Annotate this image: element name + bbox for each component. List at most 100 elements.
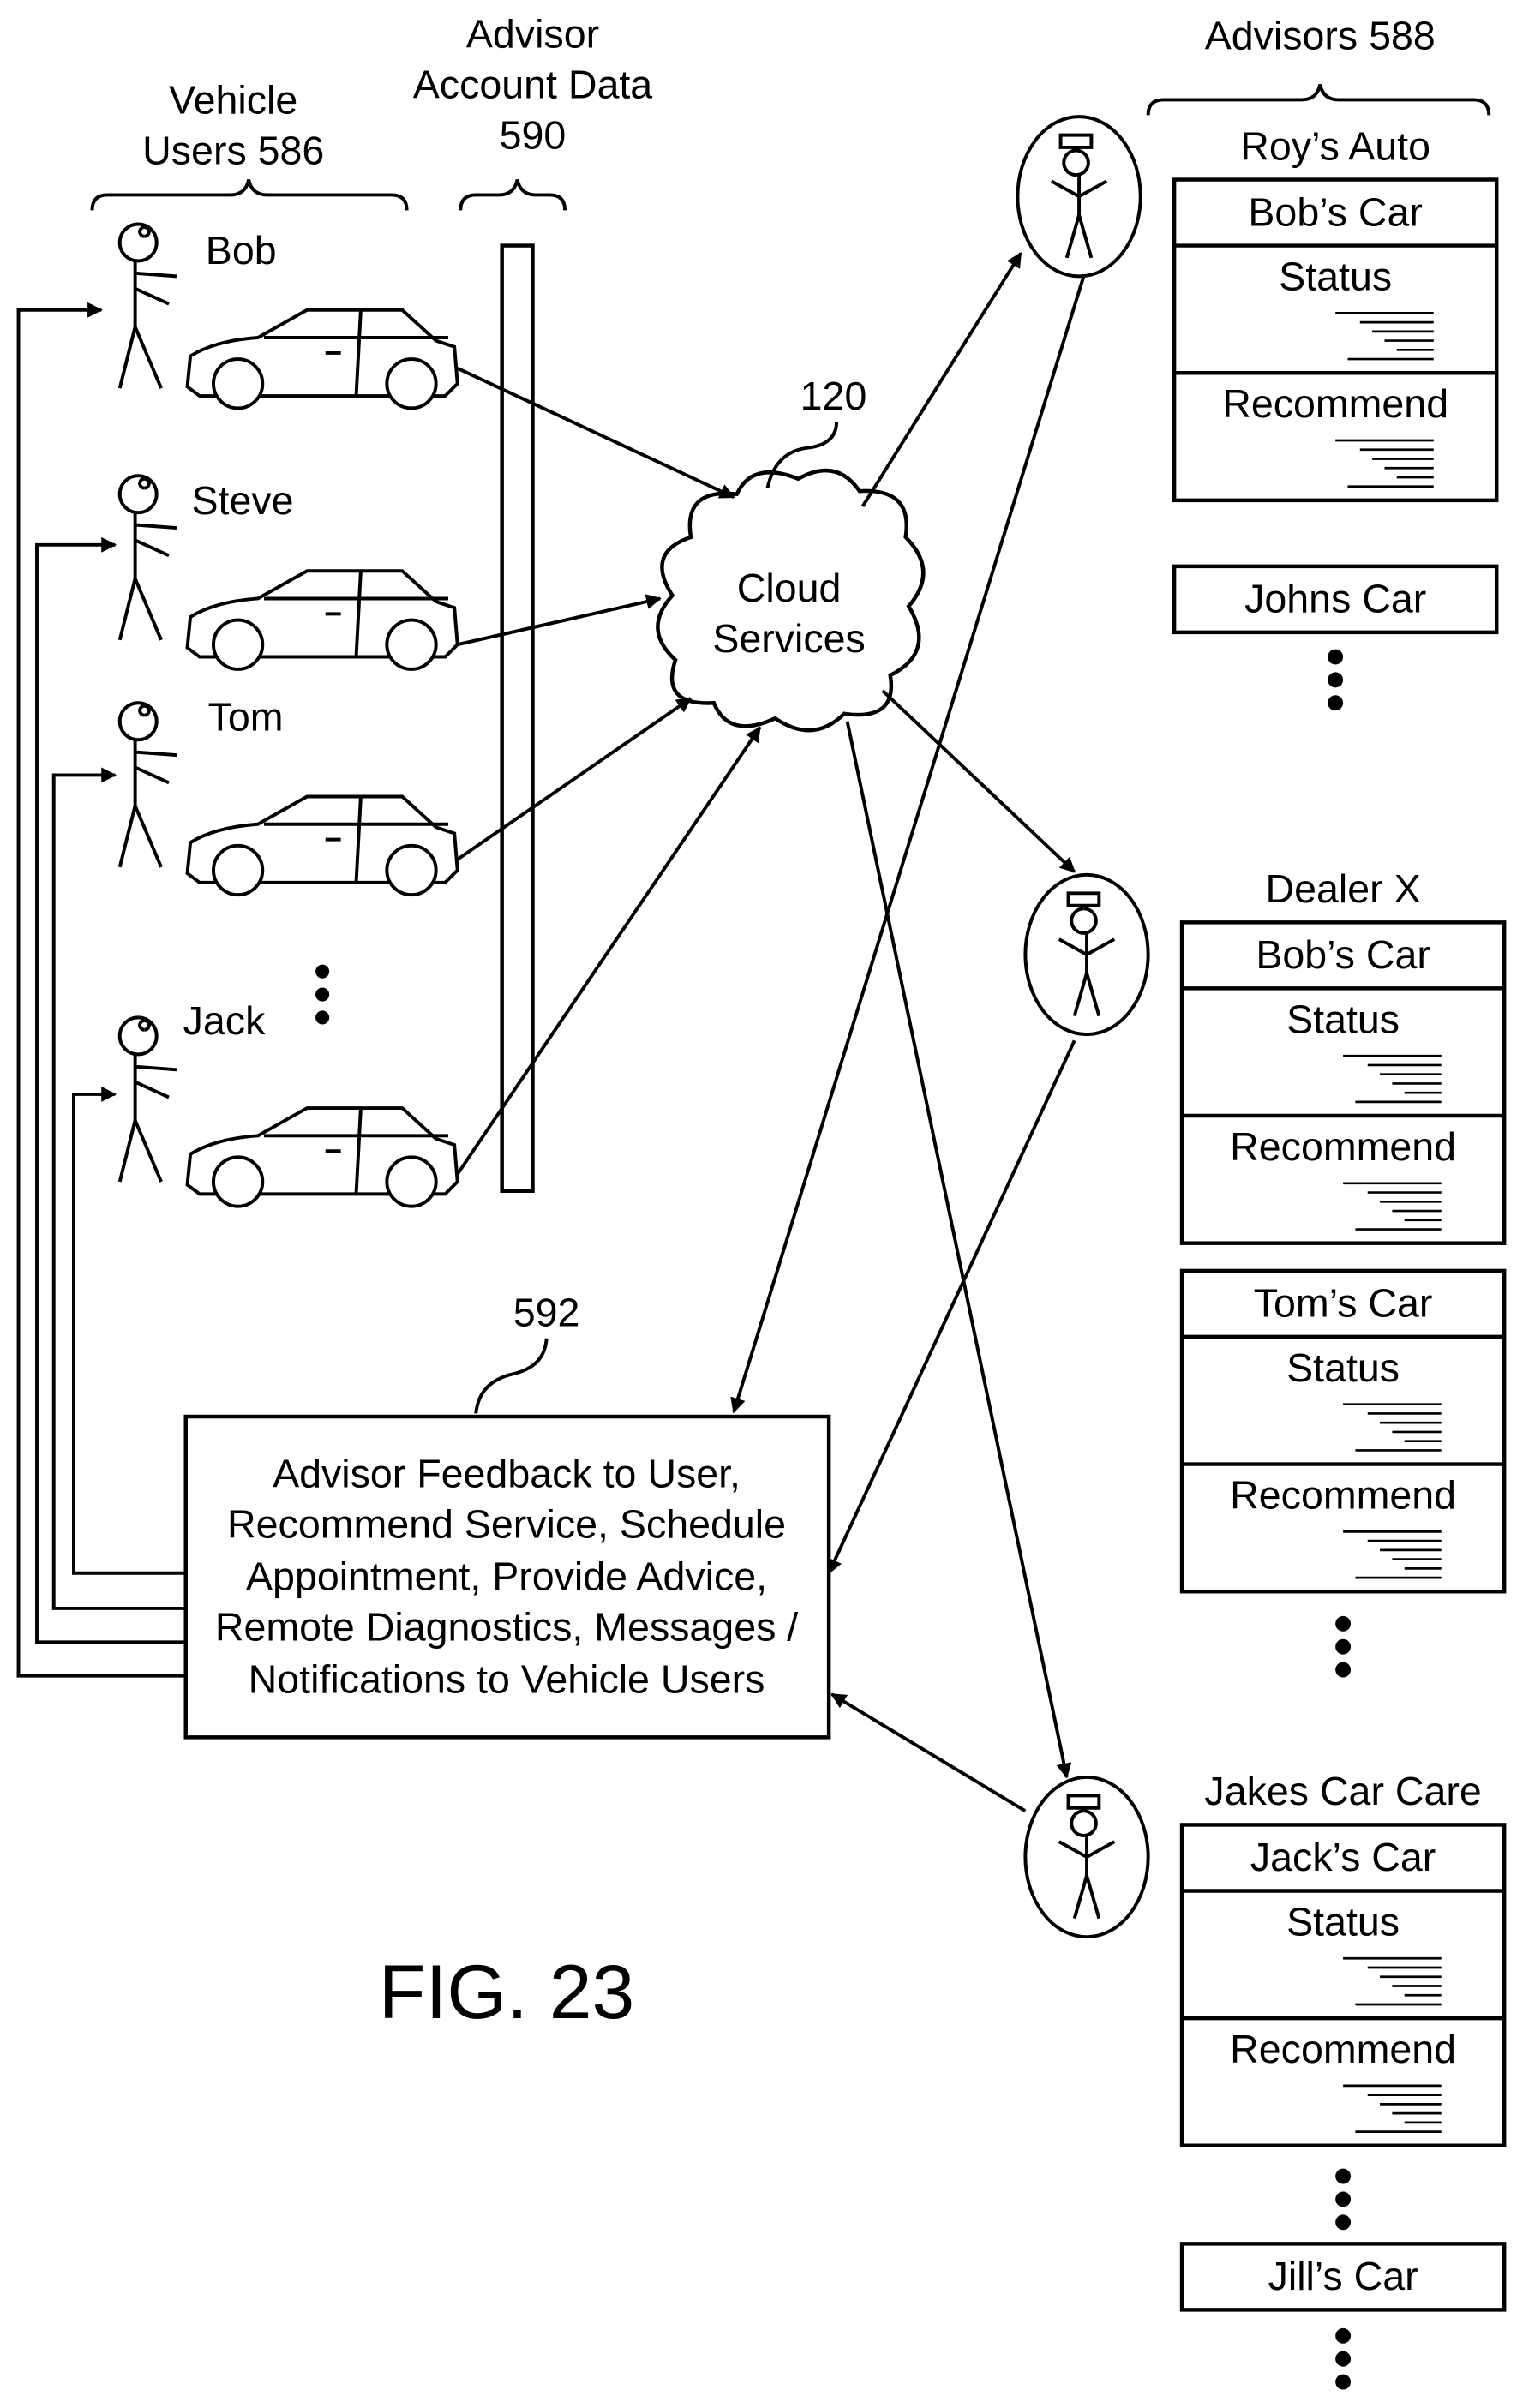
ellipsis-dot — [1328, 672, 1343, 687]
vehicle-record-title: Jill’s Car — [1268, 2254, 1418, 2298]
feedback-line: Appointment, Provide Advice, — [246, 1554, 767, 1598]
arrow-steve-car-to-cloud — [458, 598, 660, 644]
advisor-icon-1 — [1017, 117, 1140, 276]
car-wheel — [387, 1157, 435, 1206]
advisor-group-3: Jakes Car CareJack’s CarStatusRecommendJ… — [1182, 1769, 1504, 2389]
car-wheel — [213, 620, 262, 669]
feedback-reference-number: 592 — [513, 1290, 580, 1334]
ellipsis-dot — [1335, 1639, 1351, 1655]
person-icon — [120, 476, 177, 640]
feedback-line-to-jack — [74, 1094, 186, 1573]
user-name: Steve — [191, 478, 293, 523]
person-icon — [120, 703, 177, 867]
feedback-leader-line — [476, 1339, 546, 1414]
user-name: Bob — [206, 228, 277, 273]
person-body — [120, 261, 177, 388]
feedback-line: Remote Diagnostics, Messages / — [215, 1605, 798, 1650]
vehicle-record-title: Johns Car — [1244, 577, 1426, 621]
person-icon — [120, 224, 177, 388]
feedback-line: Advisor Feedback to User, — [273, 1451, 741, 1495]
ellipsis-dot — [1335, 2375, 1351, 2390]
advisors-brace — [1148, 85, 1490, 116]
user-name: Tom — [208, 694, 284, 739]
arrow-tom-car-to-cloud — [458, 698, 691, 860]
vehicle-record-title: Bob’s Car — [1256, 932, 1430, 977]
person-body — [120, 740, 177, 867]
ellipsis-dot — [1335, 2351, 1351, 2367]
car-wheel — [213, 1157, 262, 1206]
ellipsis-dot — [315, 965, 329, 979]
vehicle-users-header: Vehicle Users 586 — [92, 78, 406, 211]
person-icon — [120, 1017, 177, 1182]
advisor-account-data-bar — [502, 246, 533, 1191]
vehicle-user-bob: Bob — [120, 224, 458, 408]
section-recommend: Recommend — [1222, 381, 1448, 426]
vehicle-user-steve: Steve — [120, 476, 458, 669]
person-body — [120, 512, 177, 640]
person-head — [120, 1017, 157, 1054]
section-recommend: Recommend — [1230, 1473, 1456, 1518]
advisors-label: Advisors 588 — [1205, 13, 1436, 57]
cloud-label-line2: Services — [712, 616, 865, 661]
advisors-header: Advisors 588 — [1148, 13, 1490, 115]
car-wheel — [213, 846, 262, 895]
ellipsis-dot — [1335, 1662, 1351, 1678]
vehicle-record: Jack’s CarStatusRecommend — [1182, 1824, 1504, 2145]
arrow-advisor-2-to-feedback — [829, 1040, 1075, 1572]
vehicle-users-label-line2: Users 586 — [142, 129, 324, 173]
vehicle-record: Bob’s CarStatusRecommend — [1174, 180, 1496, 500]
arrow-cloud-to-advisor-3 — [848, 722, 1067, 1777]
vehicle-record-title: Tom’s Car — [1254, 1281, 1433, 1326]
ellipsis-dot — [315, 987, 329, 1001]
advisor-group-1: Roy’s AutoBob’s CarStatusRecommendJohns … — [1174, 123, 1496, 710]
vehicle-record: Tom’s CarStatusRecommend — [1182, 1271, 1504, 1591]
account-data-label-line3: 590 — [500, 113, 567, 158]
ellipsis-dot — [1335, 2169, 1351, 2184]
arrow-advisor-3-to-feedback — [832, 1694, 1026, 1811]
car-wheel — [387, 359, 435, 408]
person-head — [120, 703, 157, 740]
arrow-bob-car-to-cloud — [458, 368, 734, 497]
ellipsis-dot — [1328, 695, 1343, 710]
ellipsis-dot — [1335, 2191, 1351, 2207]
vehicle-record-title: Bob’s Car — [1248, 189, 1423, 234]
ellipsis-dot — [1328, 650, 1343, 665]
vehicle-users-label-line1: Vehicle — [169, 78, 297, 123]
vehicle-user-jack: Jack — [120, 998, 458, 1207]
vehicle-record: Johns Car — [1174, 566, 1496, 632]
vehicle-record: Bob’s CarStatusRecommend — [1182, 922, 1504, 1243]
car-wheel — [387, 620, 435, 669]
person-head — [120, 224, 157, 261]
figure-label: FIG. 23 — [379, 1949, 635, 2034]
ellipsis-dot — [1335, 1616, 1351, 1632]
advisor-group-name: Jakes Car Care — [1204, 1769, 1481, 1813]
cloud-label-line1: Cloud — [737, 566, 842, 610]
account-data-label-line1: Advisor — [466, 12, 599, 57]
advisor-group-name: Dealer X — [1266, 866, 1421, 911]
car-icon — [188, 797, 458, 896]
account-data-label-line2: Account Data — [413, 63, 653, 107]
section-recommend: Recommend — [1230, 2027, 1456, 2071]
section-recommend: Recommend — [1230, 1124, 1456, 1169]
vehicle-record: Jill’s Car — [1182, 2243, 1504, 2309]
arrow-cloud-to-advisor-2 — [883, 691, 1075, 872]
ellipsis-dot — [315, 1010, 329, 1024]
user-name: Jack — [183, 998, 266, 1043]
car-icon — [188, 571, 458, 669]
section-status: Status — [1286, 997, 1400, 1041]
cloud-reference-number: 120 — [800, 374, 867, 418]
section-status: Status — [1279, 254, 1392, 298]
arrow-advisor-1-to-feedback — [734, 276, 1083, 1411]
person-body — [120, 1054, 177, 1182]
advisor-icon-2 — [1025, 875, 1148, 1034]
vehicle-users-brace — [92, 180, 406, 211]
vehicle-record-title: Jack’s Car — [1250, 1835, 1436, 1879]
section-status: Status — [1286, 1345, 1400, 1390]
feedback-line-to-bob — [19, 310, 186, 1676]
arrow-cloud-to-advisor-1 — [863, 254, 1021, 507]
cloud-services: Cloud Services 120 — [657, 374, 923, 730]
feedback-line: Recommend Service, Schedule — [227, 1502, 786, 1547]
feedback-line: Notifications to Vehicle Users — [249, 1656, 765, 1701]
person-head — [120, 476, 157, 512]
